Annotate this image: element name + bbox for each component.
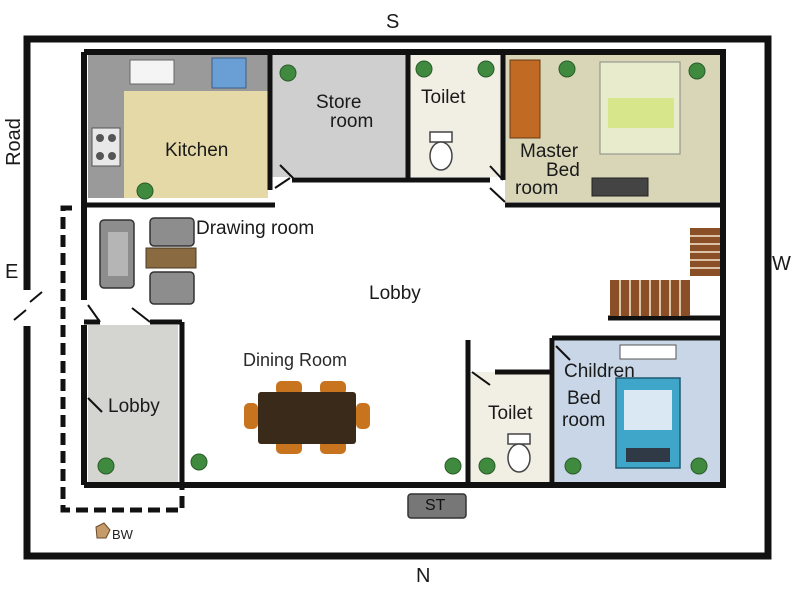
plants [97, 60, 708, 475]
house-outer-wall [84, 49, 726, 488]
drawing-room-label: Drawing room [196, 218, 315, 239]
door-toilet-top [489, 165, 504, 181]
lobby-main-label: Lobby [369, 283, 421, 304]
door-side-lobby-a [87, 304, 101, 323]
septic-tank [407, 493, 467, 519]
door-children [555, 345, 571, 361]
dining-set [244, 381, 370, 454]
entrance-gate-a [13, 309, 27, 321]
septic-tank-label: ST [425, 497, 446, 514]
door-toilet-bottom [471, 371, 491, 386]
children-bedroom-label-line1: Children [564, 361, 635, 382]
master-bedroom-label-line1: Master [520, 141, 579, 162]
compass-east-label: E [5, 261, 19, 283]
drawing-room-sofas [99, 217, 197, 305]
door-master [489, 187, 506, 203]
toilet-bottom-label: Toilet [488, 403, 533, 424]
master-bedroom-fixtures [509, 59, 681, 197]
borewell-label: BW [112, 527, 133, 542]
door-kitchen [274, 177, 291, 189]
compass-south-label: S [386, 11, 400, 33]
dining-room-label: Dining Room [243, 350, 348, 370]
store-room-label-line2: room [330, 111, 374, 132]
kitchen-label: Kitchen [165, 140, 229, 161]
staircase [610, 228, 720, 316]
master-bedroom-label-line2: Bed [546, 160, 580, 181]
children-bedroom-label-line2: Bed [567, 388, 601, 409]
master-bedroom-label-line3: room [515, 178, 559, 199]
toilet-bottom-fixture [507, 433, 531, 473]
borewell-marker [95, 522, 111, 539]
compound-dashed-line [60, 205, 185, 513]
compass-north-label: N [416, 565, 431, 587]
lobby-side-label: Lobby [108, 396, 160, 417]
store-room-label-line1: Store [316, 92, 362, 113]
door-side-lobby-b [131, 307, 151, 323]
door-store [279, 164, 296, 181]
lobby-side-floor [88, 325, 178, 482]
door-side-lobby-inner [87, 397, 103, 413]
children-bedroom-fixtures [615, 344, 681, 469]
toilet-top-label: Toilet [421, 87, 466, 108]
entrance-gap [22, 290, 34, 326]
kitchen-fixtures [91, 57, 247, 167]
road-label: Road [3, 118, 25, 166]
children-bedroom-label-line3: room [562, 410, 606, 431]
compass-west-label: W [772, 253, 791, 275]
entrance-gate-b [29, 291, 43, 303]
toilet-top-fixture [429, 131, 453, 171]
